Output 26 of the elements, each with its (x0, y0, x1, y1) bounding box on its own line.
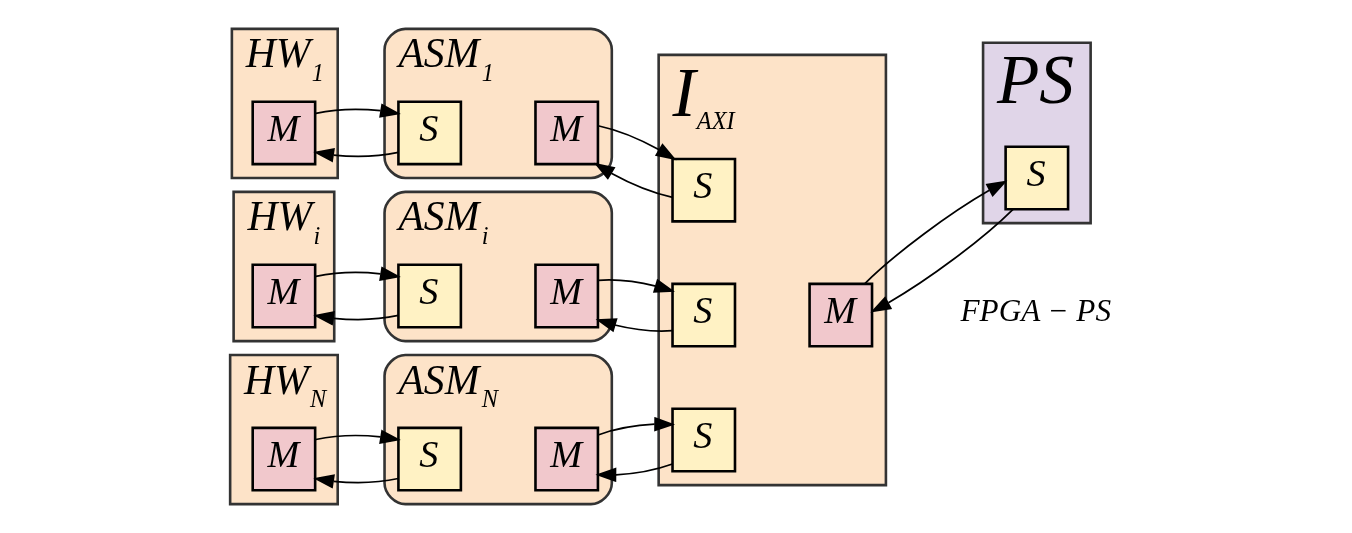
node-box: M (251, 426, 317, 492)
node-box: S (397, 426, 463, 492)
arrow (313, 311, 400, 326)
node-box: M (808, 282, 874, 348)
node-box: S (1004, 145, 1070, 211)
arrow (595, 463, 674, 483)
node-box: M (251, 263, 317, 329)
arrow (313, 474, 400, 489)
node-box: S (397, 100, 463, 166)
arrow (597, 124, 677, 161)
arrow (313, 148, 400, 163)
arrow (595, 318, 674, 333)
arrow (597, 416, 676, 436)
arrow (597, 278, 675, 293)
node-box: S (671, 407, 737, 473)
node-box: M (251, 100, 317, 166)
node-box: S (671, 282, 737, 348)
arrow (593, 162, 674, 199)
node-box: M (534, 100, 600, 166)
node-box: S (671, 157, 737, 223)
arrow (870, 208, 1014, 313)
node-box: M (534, 426, 600, 492)
node-box: M (534, 263, 600, 329)
arrow (863, 180, 1008, 285)
label: FPGA − PS (960, 292, 1112, 328)
node-box: S (397, 263, 463, 329)
